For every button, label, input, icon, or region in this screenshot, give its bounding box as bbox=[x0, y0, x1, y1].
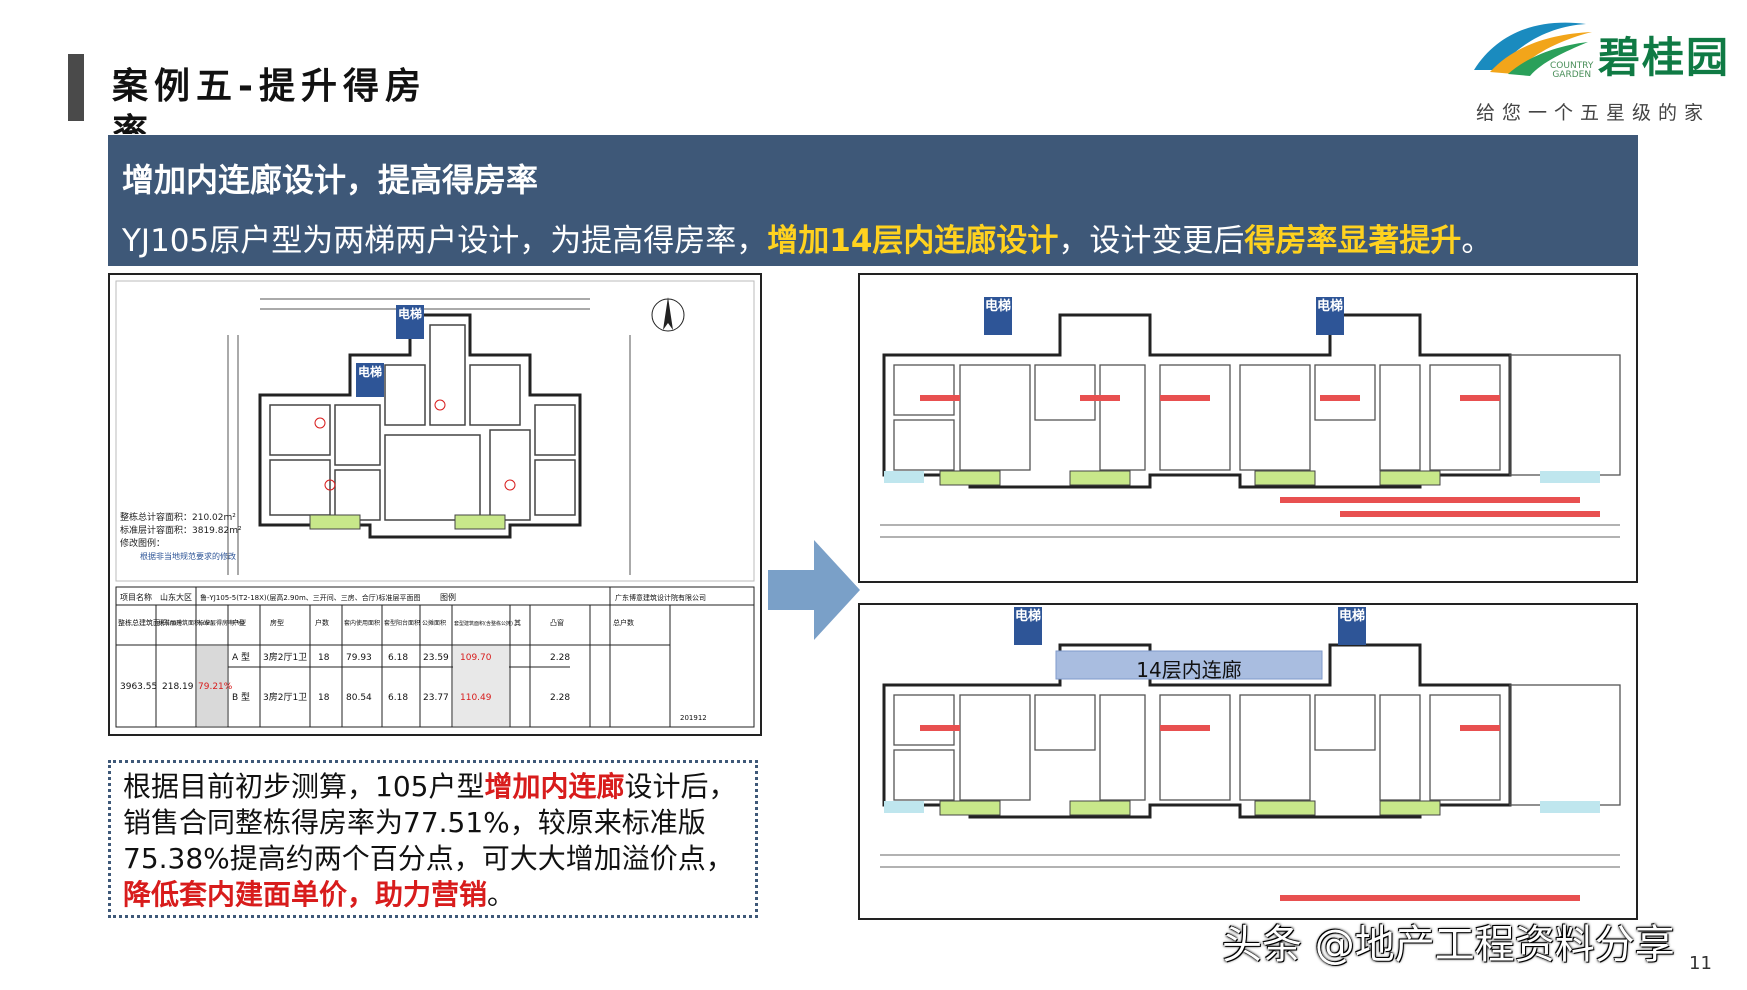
note-highlight-1: 增加内连廊 bbox=[484, 770, 625, 803]
original-plan-drawing: 整栋总计容面积：210.02m² 标准层计容面积：3819.82m² 修改图例：… bbox=[115, 280, 755, 728]
elevator-tag-2: 电梯 bbox=[357, 365, 382, 379]
revised-floor-plan-standard: 电梯 电梯 bbox=[858, 273, 1638, 583]
col-inner: 套内使用面积 bbox=[344, 619, 380, 627]
cell-a-room: 3房2厅1卫 bbox=[263, 651, 307, 663]
col-rate: 标准层得房率(%) bbox=[198, 619, 244, 627]
cell-floor-area: 218.19 bbox=[162, 682, 194, 692]
banner-highlight-1: 增加14层内连廊设计 bbox=[767, 223, 1059, 259]
table-date: 201912 bbox=[680, 714, 707, 722]
col-total-units: 总户数 bbox=[613, 618, 634, 627]
note-highlight-2: 降低套内建面单价，助力营销 bbox=[123, 878, 488, 911]
table-legend-label: 图例 bbox=[440, 592, 456, 602]
note-text-2: 设计后，销售合同整栋得房率为77.51%，较原来标准版75.38%提高约两个百分… bbox=[123, 770, 737, 875]
elevator-tag-bottom-left: 电梯 bbox=[1014, 609, 1041, 624]
col-room: 房型 bbox=[270, 618, 284, 627]
standard-floor-plan-drawing bbox=[880, 297, 1621, 538]
banner-description: YJ105原户型为两梯两户设计，为提高得房率，增加14层内连廊设计，设计变更后得… bbox=[122, 215, 1492, 260]
elevator-tag-bottom-right: 电梯 bbox=[1338, 609, 1365, 624]
watermark: 头条 @地产工程资料分享 bbox=[1222, 922, 1675, 968]
plan-total-area: 整栋总计容面积：210.02m² bbox=[120, 511, 236, 523]
logo-swoosh-icon bbox=[1474, 22, 1592, 76]
summary-banner: 增加内连廊设计，提高得房率 YJ105原户型为两梯两户设计，为提高得房率，增加1… bbox=[108, 135, 1638, 266]
page-title: 案例五-提升得房率 bbox=[112, 66, 427, 134]
banner-text-2: ，设计变更后 bbox=[1058, 223, 1245, 259]
col-total-area: 整栋总建筑面积(m²) bbox=[118, 618, 182, 627]
cell-a-inner: 79.93 bbox=[346, 653, 372, 663]
plan-floor-area: 标准层计容面积：3819.82m² bbox=[120, 524, 242, 536]
table-project-label: 项目名称 bbox=[120, 592, 152, 602]
cell-b-shared: 23.77 bbox=[423, 693, 449, 703]
cell-a-type: A 型 bbox=[232, 652, 250, 663]
col-other: 其 bbox=[514, 619, 521, 627]
cell-b-gross: 110.49 bbox=[460, 693, 492, 703]
table-company: 广东博意建筑设计院有限公司 bbox=[615, 593, 706, 602]
analysis-note-text: 根据目前初步测算，105户型增加内连廊设计后，销售合同整栋得房率为77.51%，… bbox=[123, 769, 747, 913]
table-region: 山东大区 bbox=[160, 592, 192, 602]
logo-slogan: 给您一个五星级的家 bbox=[1476, 102, 1711, 124]
area-table bbox=[115, 586, 755, 728]
col-shared: 公摊面积 bbox=[422, 619, 446, 627]
banner-heading: 增加内连廊设计，提高得房率 bbox=[122, 161, 539, 199]
cell-b-type: B 型 bbox=[232, 692, 250, 703]
logo-country-garden-text: COUNTRY GARDEN bbox=[1550, 61, 1594, 80]
original-floor-plan: 整栋总计容面积：210.02m² 标准层计容面积：3819.82m² 修改图例：… bbox=[108, 273, 762, 736]
note-text-3: 。 bbox=[487, 878, 516, 911]
elevator-tag-1: 电梯 bbox=[397, 307, 422, 321]
col-type: 户型 bbox=[232, 618, 246, 627]
corridor-floor-plan-drawing bbox=[880, 607, 1621, 901]
cell-b-units: 18 bbox=[318, 693, 330, 703]
logo-brand-name: 碧桂园 bbox=[1598, 33, 1731, 82]
banner-text-1: YJ105原户型为两梯两户设计，为提高得房率， bbox=[122, 223, 768, 259]
cell-b-room: 3房2厅1卫 bbox=[263, 691, 307, 703]
page-number: 11 bbox=[1689, 953, 1712, 974]
corridor-label: 14层内连廊 bbox=[1136, 658, 1242, 682]
plan-revision-note: 根据非当地规范要求的修改 bbox=[140, 551, 236, 561]
cell-b-bay: 2.28 bbox=[550, 693, 570, 703]
cell-a-balcony: 6.18 bbox=[388, 653, 408, 663]
elevator-tag-top-left: 电梯 bbox=[984, 299, 1011, 314]
table-plan-name: 鲁-YJ105-5(T2-18X)(层高2.90m、三开间、三房、合厅)标准层平… bbox=[200, 593, 421, 602]
cell-total-area: 3963.55 bbox=[120, 682, 157, 692]
note-text-1: 根据目前初步测算，105户型 bbox=[123, 770, 485, 803]
banner-text-3: 。 bbox=[1461, 223, 1493, 259]
revised-floor-plan-corridor: 电梯 电梯 14层内连廊 bbox=[858, 603, 1638, 920]
right-arrow-icon bbox=[768, 540, 860, 640]
col-units: 户数 bbox=[315, 618, 329, 627]
col-bay: 凸窗 bbox=[550, 618, 564, 627]
cell-b-balcony: 6.18 bbox=[388, 693, 408, 703]
cell-b-inner: 80.54 bbox=[346, 693, 372, 703]
banner-highlight-2: 得房率显著提升 bbox=[1244, 223, 1462, 259]
cell-a-bay: 2.28 bbox=[550, 653, 570, 663]
title-accent-bar bbox=[68, 54, 84, 121]
cell-rate: 79.21% bbox=[198, 682, 233, 692]
cell-a-units: 18 bbox=[318, 653, 330, 663]
col-gross: 套型建筑面积(含整栋公摊) bbox=[454, 620, 513, 627]
company-logo: COUNTRY GARDEN 碧桂园 给您一个五星级的家 bbox=[1468, 12, 1736, 124]
plan-revision: 修改图例： bbox=[120, 537, 165, 549]
col-floor-area: 标准层建筑面积(m²) bbox=[158, 619, 213, 627]
analysis-note: 根据目前初步测算，105户型增加内连廊设计后，销售合同整栋得房率为77.51%，… bbox=[108, 760, 758, 918]
cell-a-gross: 109.70 bbox=[460, 653, 492, 663]
elevator-tag-top-right: 电梯 bbox=[1316, 299, 1343, 314]
cell-a-shared: 23.59 bbox=[423, 653, 449, 663]
col-balcony: 套型阳台面积 bbox=[384, 619, 420, 627]
